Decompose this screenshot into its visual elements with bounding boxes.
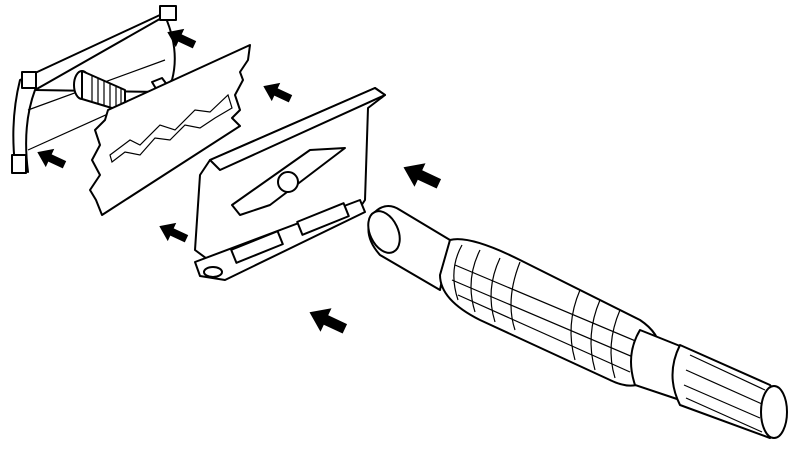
handle bbox=[367, 205, 788, 439]
arrow-icon bbox=[403, 163, 442, 189]
assembly-arrows bbox=[37, 28, 442, 334]
arrow-icon bbox=[263, 82, 293, 103]
razor-blade bbox=[89, 44, 251, 216]
base-plate bbox=[194, 87, 386, 281]
arrow-icon bbox=[309, 308, 348, 334]
arrow-icon bbox=[167, 28, 197, 49]
arrow-icon bbox=[159, 222, 189, 243]
arrow-icon bbox=[37, 148, 67, 169]
